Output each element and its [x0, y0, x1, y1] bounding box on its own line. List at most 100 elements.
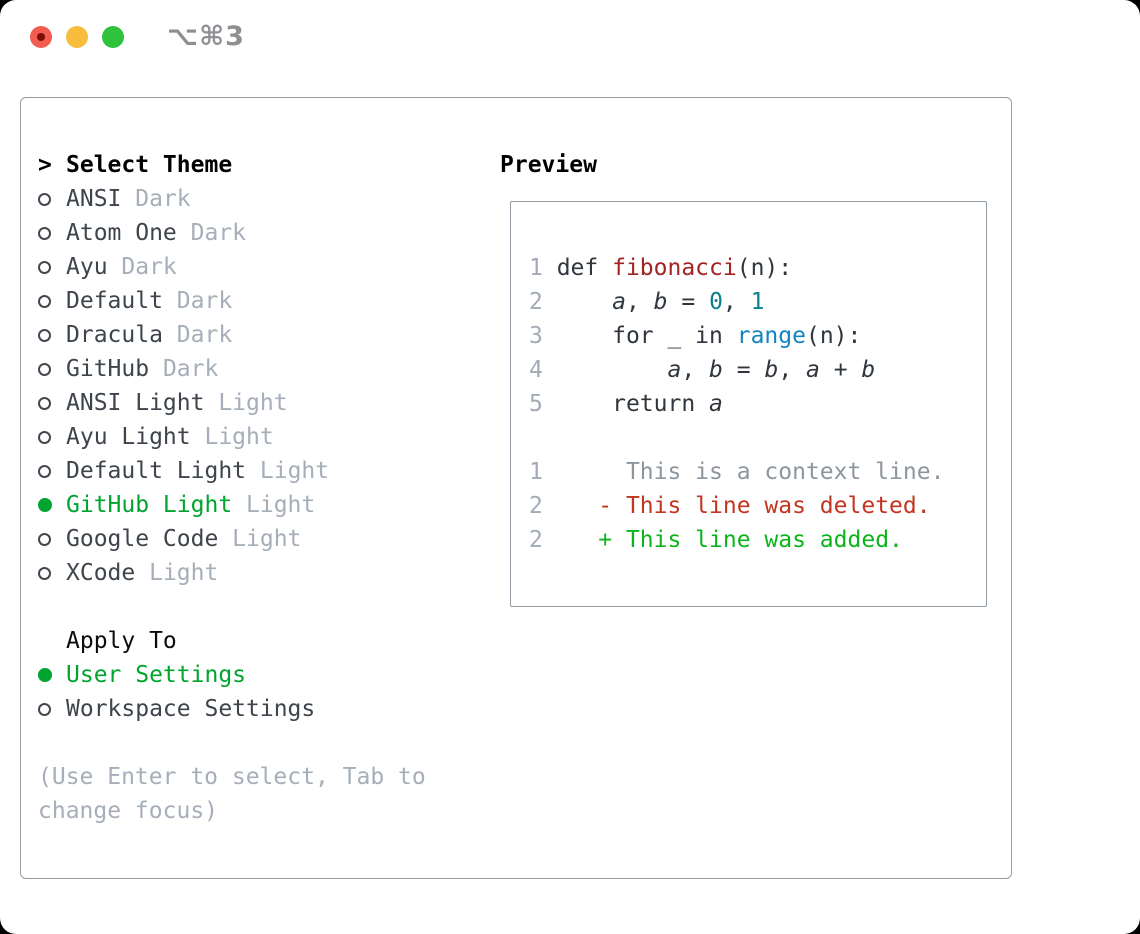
code-segment-code: , — [722, 289, 751, 315]
theme-list-item[interactable]: Dracula Dark — [38, 318, 478, 352]
radio-unselected-icon — [38, 192, 66, 206]
code-segment-var: b — [653, 289, 668, 315]
code-segment-fn: fibonacci — [612, 255, 737, 281]
hint-text: change focus) — [38, 798, 219, 824]
hint-text: (Use Enter to select, Tab to — [38, 764, 426, 790]
code-segment-code — [557, 357, 668, 383]
code-segment-num: 1 — [750, 289, 765, 315]
radio-unselected-icon — [38, 362, 66, 376]
hint-text-line-1: (Use Enter to select, Tab to — [38, 760, 478, 794]
zoom-button[interactable] — [102, 26, 124, 48]
close-button[interactable] — [30, 26, 52, 48]
code-line: 2 + This line was added. — [529, 523, 986, 557]
theme-list-item[interactable]: Default Light Light — [38, 454, 478, 488]
theme-list-item[interactable]: Google Code Light — [38, 522, 478, 556]
code-segment-code: (n): — [805, 323, 862, 349]
theme-list-item[interactable]: ANSI Light Light — [38, 386, 478, 420]
theme-list-item[interactable]: Ayu Light Light — [38, 420, 478, 454]
theme-variant-label: Dark — [135, 186, 191, 212]
theme-variant-label: Dark — [190, 220, 247, 246]
code-segment-var: b — [709, 357, 723, 383]
code-line: 3 for _ in range(n): — [529, 319, 986, 353]
code-segment-ln: 1 — [529, 459, 626, 485]
window-title-shortcut: ⌥⌘3 — [167, 21, 245, 52]
code-segment-code: + — [819, 357, 862, 383]
theme-item-label: XCode Light — [66, 560, 219, 586]
theme-variant-label: Dark — [176, 322, 233, 348]
code-line: 2 a, b = 0, 1 — [529, 285, 986, 319]
theme-item-label: Default Dark — [66, 288, 233, 314]
theme-variant-label: Light — [246, 492, 316, 518]
code-segment-del: - This line was deleted. — [598, 493, 931, 519]
theme-item-label: Default Light Light — [66, 458, 330, 484]
code-segment-ln: 5 — [529, 391, 557, 417]
code-segment-code: (n): — [736, 255, 793, 281]
theme-variant-label: Light — [204, 424, 274, 450]
theme-list-item[interactable]: Default Dark — [38, 284, 478, 318]
radio-unselected-icon — [38, 260, 66, 274]
theme-list-item[interactable]: ANSI Dark — [38, 182, 478, 216]
code-line: 2 - This line was deleted. — [529, 489, 986, 523]
code-segment-code: , — [778, 357, 807, 383]
radio-dot-empty — [38, 430, 51, 444]
apply-to-option-label: User Settings — [66, 662, 247, 688]
radio-dot-empty — [38, 566, 51, 580]
titlebar: ⌥⌘3 — [0, 0, 1140, 74]
radio-unselected-icon — [38, 702, 66, 716]
theme-list-header: > Select Theme — [38, 148, 478, 182]
radio-dot-empty — [38, 260, 51, 274]
apply-to-option[interactable]: User Settings — [38, 658, 478, 692]
code-segment-var: a — [612, 289, 626, 315]
theme-item-label: Ayu Dark — [66, 254, 177, 280]
apply-to-header: Apply To — [38, 624, 478, 658]
radio-dot-empty — [38, 226, 51, 240]
minimize-button[interactable] — [66, 26, 88, 48]
theme-item-label: GitHub Light Light — [66, 492, 316, 518]
code-segment-code — [557, 289, 612, 315]
code-segment-ln: 2 — [529, 289, 557, 315]
preview-header: Preview — [500, 152, 597, 178]
code-segment-code: = — [667, 289, 710, 315]
theme-list-item[interactable]: XCode Light — [38, 556, 478, 590]
radio-dot-empty — [38, 192, 51, 206]
radio-dot-empty — [38, 294, 51, 308]
radio-unselected-icon — [38, 532, 66, 546]
code-segment-code: = — [722, 357, 765, 383]
radio-dot-empty — [38, 464, 51, 478]
code-segment-var: a — [667, 357, 682, 383]
theme-item-label: GitHub Dark — [66, 356, 219, 382]
theme-list-item[interactable]: Ayu Dark — [38, 250, 478, 284]
code-segment-num: 0 — [709, 289, 723, 315]
radio-dot-empty — [38, 396, 51, 410]
code-segment-var: b — [861, 357, 876, 383]
code-line: 4 a, b = b, a + b — [529, 353, 986, 387]
radio-dot-empty — [38, 702, 51, 716]
radio-selected-icon — [38, 668, 66, 682]
theme-item-label: Dracula Dark — [66, 322, 233, 348]
theme-variant-label: Light — [218, 390, 288, 416]
radio-dot-empty — [38, 328, 51, 342]
code-segment-code — [543, 527, 598, 553]
radio-dot-filled — [38, 498, 52, 512]
code-segment-ln: 2 — [529, 493, 543, 519]
radio-unselected-icon — [38, 430, 66, 444]
theme-list-header-label: Select Theme — [66, 152, 233, 178]
theme-item-label: Ayu Light Light — [66, 424, 274, 450]
theme-variant-label: Dark — [121, 254, 177, 280]
theme-list-item[interactable]: GitHub Dark — [38, 352, 478, 386]
focus-caret-icon: > — [38, 152, 52, 178]
theme-item-label: Google Code Light — [66, 526, 302, 552]
code-line: 1 def fibonacci(n): — [529, 251, 986, 285]
theme-variant-label: Light — [259, 458, 330, 484]
theme-list-item[interactable]: GitHub Light Light — [38, 488, 478, 522]
theme-variant-label: Dark — [162, 356, 219, 382]
theme-list-item[interactable]: Atom One Dark — [38, 216, 478, 250]
apply-to-option-label: Workspace Settings — [66, 696, 316, 722]
apply-to-option[interactable]: Workspace Settings — [38, 692, 478, 726]
radio-unselected-icon — [38, 294, 66, 308]
code-blank-line — [529, 421, 986, 455]
code-segment-ln: 2 — [529, 527, 543, 553]
